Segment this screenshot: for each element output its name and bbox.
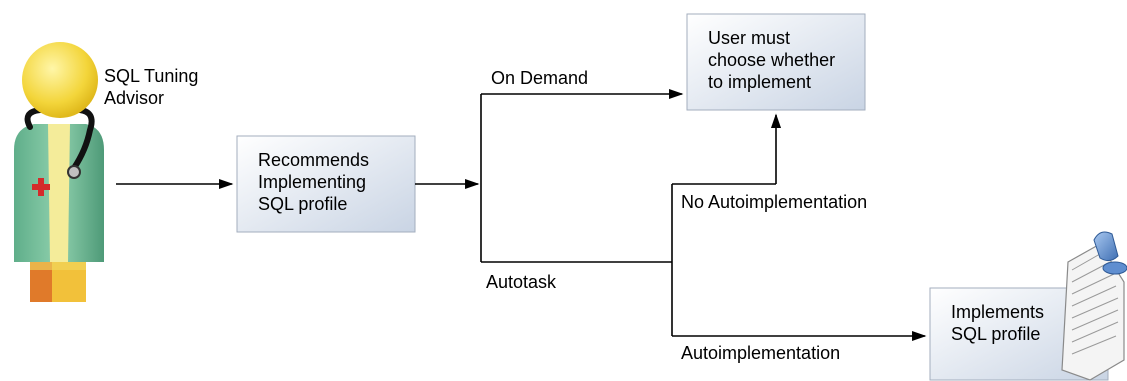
user-choice-line3: to implement [708, 72, 811, 92]
document-pushpin-icon [1061, 231, 1127, 381]
actor-label-line2: Advisor [104, 88, 164, 108]
user-choice-box [686, 13, 866, 111]
doctor-advisor-icon [14, 42, 104, 302]
edge-label-autotask: Autotask [486, 272, 557, 292]
user-choice-line1: User must [708, 28, 790, 48]
implements-line2: SQL profile [951, 324, 1040, 344]
recommends-line3: SQL profile [258, 194, 347, 214]
edge-label-autoimplementation: Autoimplementation [681, 343, 840, 363]
recommends-box [236, 135, 416, 233]
recommends-line2: Implementing [258, 172, 366, 192]
recommends-line1: Recommends [258, 150, 369, 170]
implements-line1: Implements [951, 302, 1044, 322]
connectors [116, 88, 927, 342]
user-choice-line2: choose whether [708, 50, 835, 70]
edge-label-no-autoimplementation: No Autoimplementation [681, 192, 867, 212]
edge-label-on-demand: On Demand [491, 68, 588, 88]
actor-label-line1: SQL Tuning [104, 66, 198, 86]
